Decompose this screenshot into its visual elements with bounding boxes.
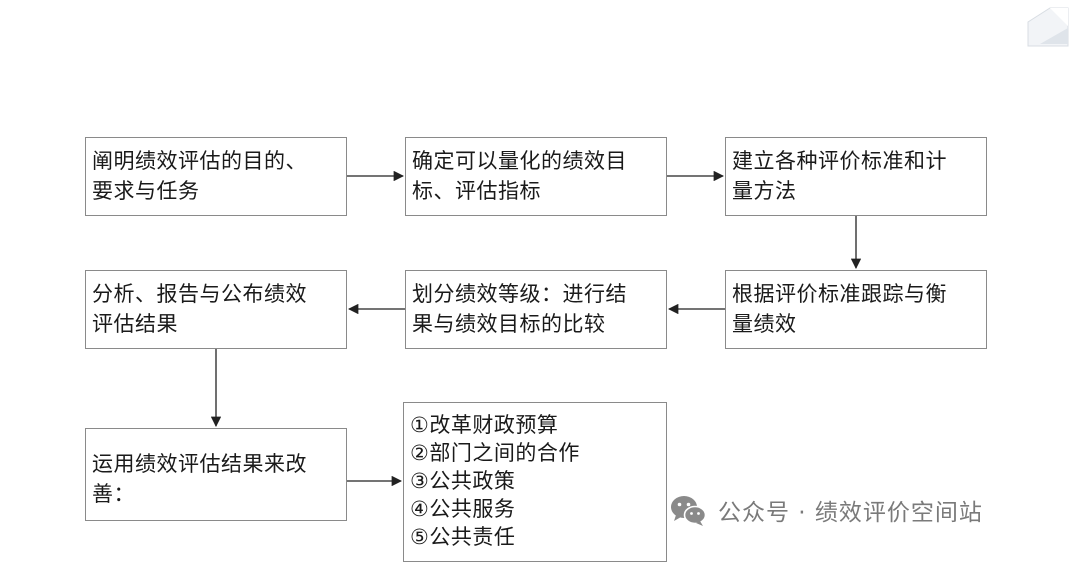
uses-list-box: ①改革财政预算 ②部门之间的合作 ③公共政策 ④公共服务 ⑤公共责任 [403,402,667,562]
step-text-line: 运用绩效评估结果来改 [92,452,307,476]
step-clarify-purpose: 阐明绩效评估的目的、 要求与任务 [85,137,347,216]
step-text-line: 确定可以量化的绩效目 [412,149,627,173]
step-grade-compare: 划分绩效等级：进行结 果与绩效目标的比较 [405,270,667,349]
wechat-icon [671,496,707,526]
watermark-text: 公众号 · 绩效评价空间站 [718,500,983,526]
step-text-line: 根据评价标准跟踪与衡 [732,282,947,306]
step-build-standards: 建立各种评价标准和计 量方法 [725,137,987,216]
step-text-line: 果与绩效目标的比较 [412,312,606,336]
uses-list-item: ④公共服务 [410,497,516,521]
step-text-line: 善： [92,482,135,506]
step-text-line: 量方法 [732,179,797,203]
step-text-line: 量绩效 [732,312,797,336]
uses-list-item: ③公共政策 [410,469,516,493]
step-track-measure: 根据评价标准跟踪与衡 量绩效 [725,270,987,349]
uses-list-item: ②部门之间的合作 [410,441,580,465]
wechat-watermark: 公众号 · 绩效评价空间站 [668,488,983,532]
step-text-line: 划分绩效等级：进行结 [412,282,627,306]
step-text-line: 要求与任务 [92,179,200,203]
uses-list-item: ⑤公共责任 [410,525,516,549]
step-define-targets: 确定可以量化的绩效目 标、评估指标 [405,137,667,216]
step-text-line: 标、评估指标 [412,179,541,203]
page-corner-icon [1027,7,1069,47]
step-text-line: 阐明绩效评估的目的、 [92,149,307,173]
uses-list-item: ①改革财政预算 [410,413,559,437]
step-text-line: 分析、报告与公布绩效 [92,282,307,306]
step-text-line: 评估结果 [92,312,178,336]
step-apply-results: 运用绩效评估结果来改 善： [85,428,347,521]
step-text-line: 建立各种评价标准和计 [732,149,947,173]
step-analyze-report: 分析、报告与公布绩效 评估结果 [85,270,347,349]
